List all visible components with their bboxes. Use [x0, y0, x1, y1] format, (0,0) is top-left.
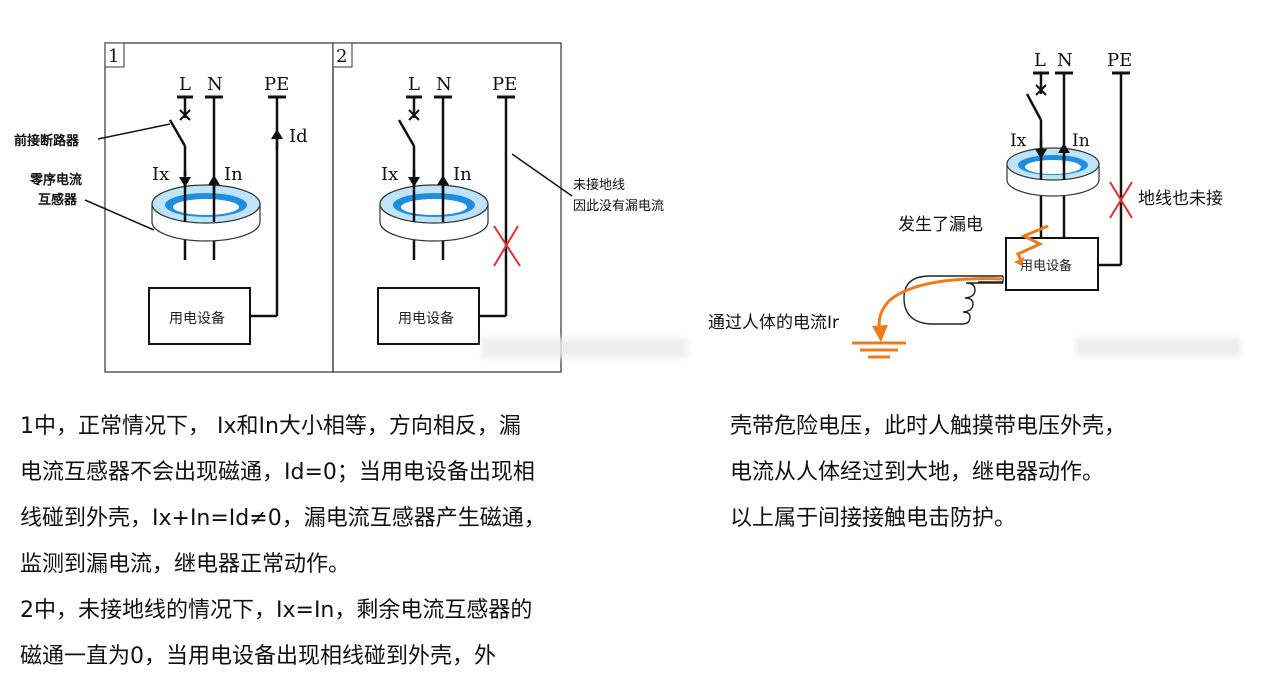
text-line: 电流从人体经过到大地，继电器动作。 [730, 460, 1105, 485]
leak-zigzag [1015, 224, 1049, 263]
explanation-text-left: 1中，正常情况下， Ix和In大小相等，方向相反，漏 电流互感器不会出现磁通，I… [20, 404, 640, 680]
cross-mark [1109, 181, 1133, 219]
text-line: 电流互感器不会出现磁通，Id=0；当用电设备出现相 [20, 460, 535, 485]
label-N: N [436, 74, 452, 95]
text-line: 磁通一直为0，当用电设备出现相线碰到外壳，外 [20, 644, 496, 669]
hand-icon [903, 275, 1004, 325]
label-L: L [1034, 50, 1046, 71]
device-label: 用电设备 [169, 310, 225, 327]
panel-2-number: 2 [336, 46, 347, 67]
text-line: 以上属于间接接触电击防护。 [730, 506, 1017, 531]
label-In: In [224, 164, 243, 185]
cross-mark [493, 225, 521, 267]
label-Ix: Ix [1010, 131, 1027, 151]
label-Ix: Ix [152, 164, 169, 185]
label-PE: PE [492, 74, 517, 95]
panel-1-number: 1 [108, 46, 119, 67]
label-N: N [1057, 50, 1073, 71]
callout-ct-line1: 零序电流 [29, 172, 82, 188]
label-Id: Id [289, 126, 308, 147]
label-In: In [453, 164, 472, 185]
device-label: 用电设备 [398, 310, 454, 327]
text-line: 监测到漏电流，继电器正常动作。 [20, 552, 351, 577]
label-no-ground: 地线也未接 [1138, 189, 1223, 209]
leakage-protection-diagram: 1 L N PE Ix In Id 用电设备 [14, 42, 1223, 373]
panel-3: L N PE Ix In 地线也未接 用电设备 发生了漏电 [708, 50, 1223, 359]
text-line: 2中，未接地线的情况下，Ix=In，剩余电流互感器的 [20, 598, 533, 623]
callout-breaker: 前接断路器 [14, 133, 80, 149]
text-line: 线碰到外壳，Ix+In=Id≠0，漏电流互感器产生磁通， [20, 506, 546, 531]
panel-2: 2 L N PE Ix In 用电设备 未接地线 因此没有漏电流 [332, 42, 664, 373]
explanation-text-right: 壳带危险电压，此时人触摸带电压外壳， 电流从人体经过到大地，继电器动作。 以上属… [730, 404, 1250, 542]
label-N: N [207, 74, 223, 95]
device-label: 用电设备 [1020, 258, 1072, 274]
callout-no-ground-line1: 未接地线 [573, 177, 625, 193]
body-current-path [877, 277, 1004, 333]
label-L: L [179, 74, 191, 95]
callout-no-ground-line2: 因此没有漏电流 [573, 198, 664, 214]
label-L: L [408, 74, 420, 95]
text-line: 1中，正常情况下， Ix和In大小相等，方向相反，漏 [20, 414, 521, 439]
callout-ct-line2: 互感器 [38, 192, 78, 208]
label-leak: 发生了漏电 [898, 215, 983, 235]
label-PE: PE [264, 74, 289, 95]
text-line: 壳带危险电压，此时人触摸带电压外壳， [730, 414, 1127, 439]
label-body-current: 通过人体的电流Ir [708, 313, 839, 333]
ground-icon [852, 341, 906, 359]
label-Ix: Ix [381, 164, 398, 185]
label-In: In [1072, 131, 1090, 151]
label-PE: PE [1107, 50, 1132, 71]
watermark [1076, 338, 1241, 356]
panel-1: 1 L N PE Ix In Id 用电设备 [14, 42, 334, 373]
watermark [482, 338, 687, 358]
